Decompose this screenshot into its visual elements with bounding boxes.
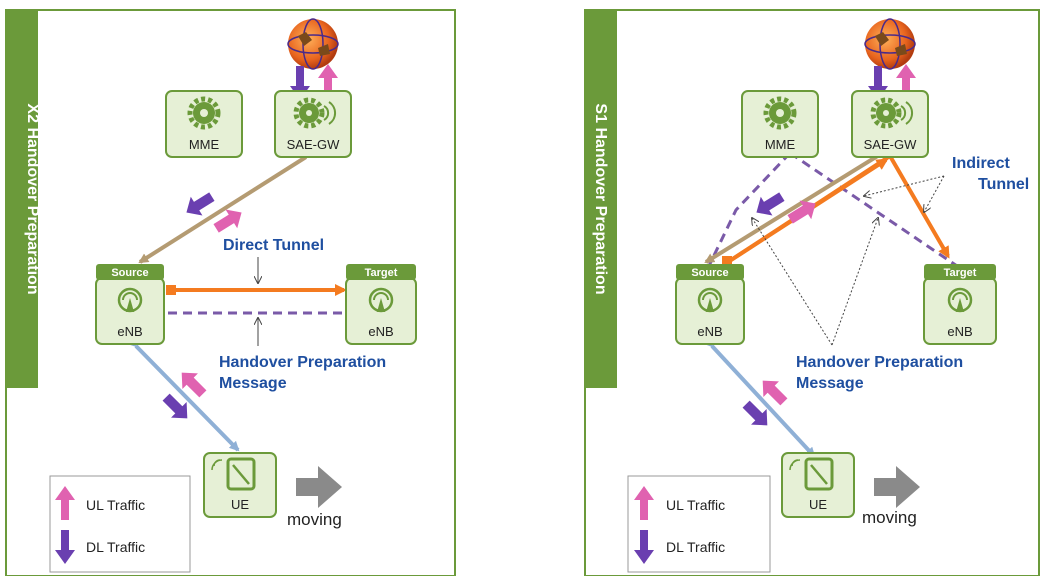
x2-source-tag: Source xyxy=(111,267,148,279)
s1-moving-label: moving xyxy=(862,508,917,527)
x2-handover-label-line2: Message xyxy=(219,375,287,392)
s1-backhaul-dl-arrow-icon xyxy=(756,192,785,216)
x2-moving-arrow-icon xyxy=(296,466,342,508)
gear-icon xyxy=(293,97,336,129)
x2-core-ul-arrow-icon xyxy=(318,64,338,96)
s1-indirect-pointer-b xyxy=(924,175,945,212)
antenna-icon xyxy=(697,287,723,313)
s1-legend-dl: DL Traffic xyxy=(666,539,725,555)
s1-legend: UL Traffic DL Traffic xyxy=(627,475,771,573)
antenna-icon xyxy=(117,287,143,313)
x2-target-enb-label: eNB xyxy=(368,324,393,339)
x2-radio-ul-arrow-icon xyxy=(181,372,207,398)
s1-source-ue-link xyxy=(702,336,816,458)
s1-saegw-label: SAE-GW xyxy=(864,137,917,152)
x2-target-enb-node[interactable]: Target eNB xyxy=(345,264,417,345)
s1-moving-arrow-icon xyxy=(874,466,920,508)
s1-source-tag: Source xyxy=(691,267,728,279)
antenna-icon xyxy=(947,287,973,313)
s1-handover-pointer-b xyxy=(831,218,878,346)
s1-indirect-label-line1: Indirect xyxy=(952,155,1010,172)
gear-icon xyxy=(870,97,913,129)
x2-saegw-node[interactable]: SAE-GW xyxy=(274,90,352,158)
s1-target-tag: Target xyxy=(944,267,977,279)
x2-mme-label: MME xyxy=(189,137,220,152)
s1-backhaul-ul-arrow-icon xyxy=(787,200,816,224)
x2-source-ue-link xyxy=(126,336,240,452)
x2-legend-dl: DL Traffic xyxy=(86,539,145,555)
x2-moving-label: moving xyxy=(287,510,342,529)
s1-ue-label: UE xyxy=(809,497,827,512)
s1-target-enb-label: eNB xyxy=(947,324,972,339)
x2-sgw-source-link xyxy=(138,148,316,264)
x2-backhaul-ul-arrow-icon xyxy=(213,209,242,233)
antenna-icon xyxy=(368,287,394,313)
x2-source-enb-label: eNB xyxy=(117,324,142,339)
x2-backhaul-dl-arrow-icon xyxy=(186,192,215,216)
s1-globe-icon xyxy=(864,18,916,70)
x2-target-tag: Target xyxy=(365,267,398,279)
s1-mme-node[interactable]: MME xyxy=(741,90,819,158)
s1-core-ul-arrow-icon xyxy=(896,64,916,96)
s1-sgw-source-link xyxy=(704,143,894,264)
s1-legend-ul-arrow-icon xyxy=(634,486,654,520)
x2-legend-ul-arrow-icon xyxy=(55,486,75,520)
x2-legend-ul: UL Traffic xyxy=(86,497,145,513)
phone-icon xyxy=(211,457,256,491)
x2-saegw-label: SAE-GW xyxy=(287,137,340,152)
s1-handover-label-line2: Message xyxy=(796,375,864,392)
s1-target-enb-node[interactable]: Target eNB xyxy=(923,264,997,345)
s1-side-bar xyxy=(585,10,617,388)
x2-radio-dl-arrow-icon xyxy=(162,393,188,419)
x2-panel: X2 Handover Preparation xyxy=(5,9,456,576)
s1-panel: S1 Handover Preparation xyxy=(584,9,1040,576)
s1-ue-node[interactable]: UE xyxy=(781,452,855,518)
gear-icon xyxy=(187,96,221,130)
x2-source-enb-node[interactable]: Source eNB xyxy=(95,264,165,345)
s1-saegw-node[interactable]: SAE-GW xyxy=(851,90,929,158)
phone-icon xyxy=(789,457,834,491)
x2-legend: UL Traffic DL Traffic xyxy=(49,475,191,573)
x2-mme-node[interactable]: MME xyxy=(165,90,243,158)
s1-handover-label-line1: Handover Preparation xyxy=(796,354,963,371)
s1-radio-ul-arrow-icon xyxy=(762,380,788,406)
s1-radio-dl-arrow-icon xyxy=(742,400,768,426)
x2-side-bar xyxy=(6,10,38,388)
x2-ue-label: UE xyxy=(231,497,249,512)
gear-icon xyxy=(763,96,797,130)
x2-globe-icon xyxy=(287,18,339,70)
x2-direct-tunnel-label: Direct Tunnel xyxy=(223,237,324,254)
x2-ue-node[interactable]: UE xyxy=(203,452,277,518)
x2-handover-label-line1: Handover Preparation xyxy=(219,354,386,371)
s1-legend-ul: UL Traffic xyxy=(666,497,725,513)
s1-handover-pointer-a xyxy=(752,218,833,346)
s1-indirect-label-line2: Tunnel xyxy=(978,176,1029,193)
s1-side-label: S1 Handover Preparation xyxy=(592,103,609,294)
s1-mme-label: MME xyxy=(765,137,796,152)
s1-indirect-tunnel-start xyxy=(722,256,732,266)
s1-indirect-pointer-a xyxy=(864,175,945,196)
x2-legend-dl-arrow-icon xyxy=(55,530,75,564)
s1-legend-dl-arrow-icon xyxy=(634,530,654,564)
x2-side-label: X2 Handover Preparation xyxy=(24,103,41,294)
s1-source-enb-node[interactable]: Source eNB xyxy=(675,264,745,345)
s1-source-enb-label: eNB xyxy=(697,324,722,339)
x2-direct-tunnel-start xyxy=(166,285,176,295)
